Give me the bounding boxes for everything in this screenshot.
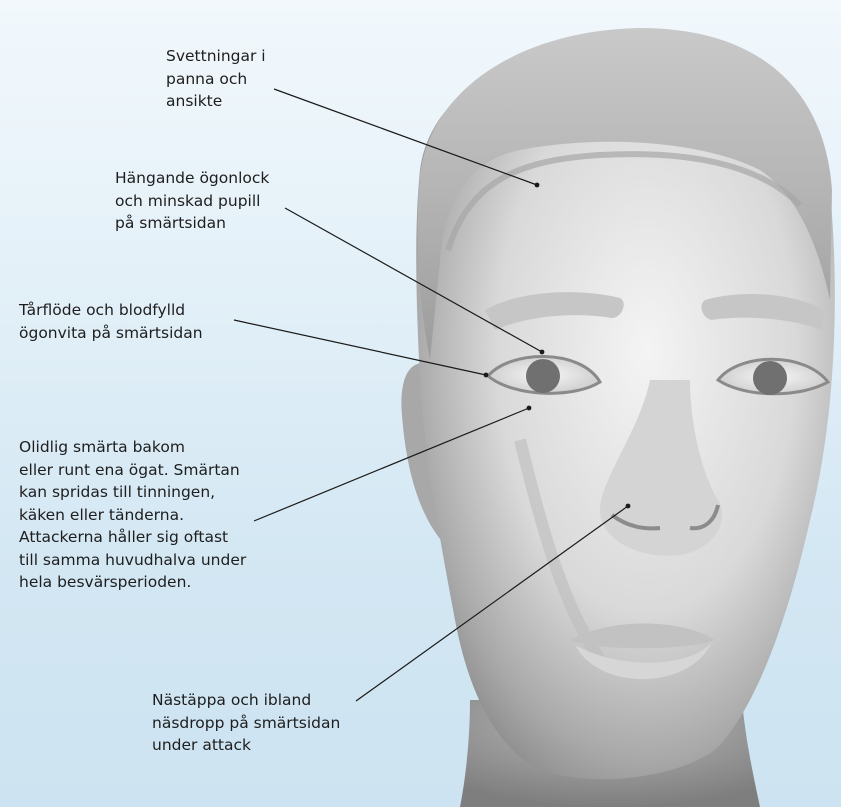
leader-dot-ogonlock: [540, 350, 545, 355]
leader-dot-svettningar: [535, 183, 540, 188]
annotation-svettningar: Svettningar i panna och ansikte: [166, 45, 266, 113]
annotation-ogonlock: Hängande ögonlock och minskad pupill på …: [115, 167, 269, 235]
head: [401, 28, 834, 807]
leader-dot-nastappa: [626, 504, 631, 509]
annotation-smarta: Olidlig smärta bakom eller runt ena ögat…: [19, 436, 246, 594]
leader-dot-tarflode: [484, 373, 489, 378]
annotation-nastappa: Nästäppa och ibland näsdropp på smärtsid…: [152, 689, 340, 757]
leader-dot-smarta: [527, 406, 532, 411]
annotation-tarflode: Tårflöde och blodfylld ögonvita på smärt…: [19, 299, 203, 344]
